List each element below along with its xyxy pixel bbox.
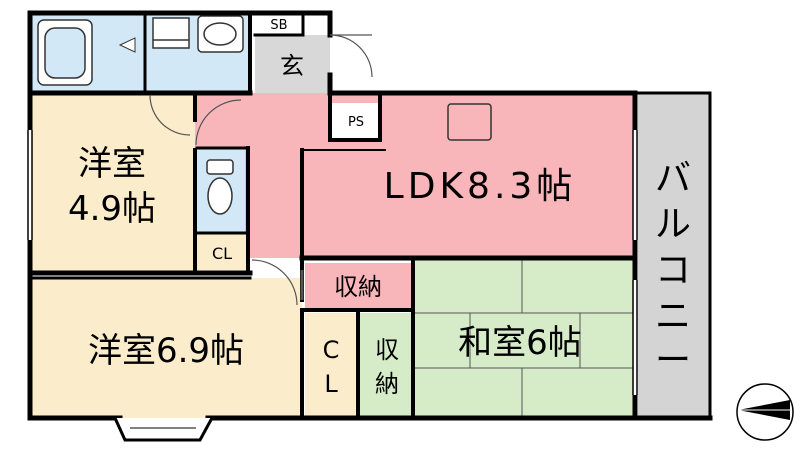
bathtub-icon [37, 19, 93, 86]
storage-b-label-line2: 納 [375, 370, 399, 398]
storage-a-floor [305, 263, 413, 308]
closet-b-label-line1: C [323, 336, 340, 364]
closet-b-label-line2: L [324, 370, 338, 398]
closet-a-floor [197, 233, 247, 270]
balcony-char: バ [655, 158, 691, 199]
entrance-floor [255, 35, 330, 93]
ldk-label: LDK8.3帖 [384, 166, 577, 207]
shoe-box-label: SB [270, 18, 287, 33]
toilet-icon [206, 159, 234, 215]
bay-window [113, 417, 214, 442]
western-room-a-label-line2: 4.9帖 [68, 189, 156, 229]
closet-a-label: CL [212, 244, 232, 263]
washing-machine-icon [152, 17, 190, 49]
tatami-lines [413, 258, 635, 418]
western-room-b-label: 洋室6.9帖 [88, 331, 244, 371]
entrance-label: 玄 [280, 52, 304, 80]
storage-b-label-line1: 収 [375, 336, 399, 364]
balcony-char: ー [655, 340, 691, 381]
closet-b-floor [305, 313, 357, 418]
pipe-space-floor [332, 103, 378, 138]
shoe-box-floor [255, 13, 303, 35]
pipe-space-label: PS [348, 115, 364, 130]
storage-a-label: 収納 [334, 273, 382, 301]
western-room-a-label-line1: 洋室 [78, 144, 146, 184]
balcony-char: ル [655, 204, 691, 245]
window-marks [27, 130, 638, 395]
washbasin-icon [197, 15, 244, 53]
kitchen-sink-icon [447, 103, 492, 141]
japanese-room-floor [413, 258, 635, 418]
japanese-room-label: 和室6帖 [458, 323, 582, 363]
balcony-char: ニ [655, 296, 691, 337]
western-room-a-floor [30, 93, 195, 273]
balcony-label: バ ル コ ニ ー [655, 158, 691, 381]
storage-b-floor [360, 313, 413, 418]
door-arrow-icon [118, 37, 136, 53]
western-room-b-floor [30, 278, 302, 418]
balcony-char: コ [655, 250, 691, 291]
north-arrow-icon [736, 383, 794, 441]
door-swings [149, 34, 373, 306]
balcony-floor [638, 93, 710, 418]
